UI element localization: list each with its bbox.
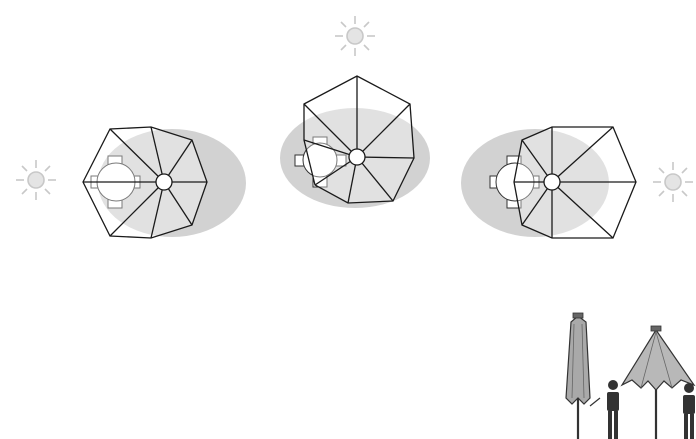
- closed-umbrella-side-view: [566, 313, 600, 439]
- umbrella-pole-right: [544, 174, 560, 190]
- umbrella-canopy-right: [514, 127, 636, 238]
- umbrella-canopy-left: [83, 127, 207, 238]
- person-icon: [683, 383, 695, 439]
- person-icon: [607, 380, 619, 439]
- umbrella-pole-left: [156, 174, 172, 190]
- umbrella-right: [461, 127, 636, 238]
- sun-right-icon: [653, 162, 693, 202]
- open-umbrella-side-view: [622, 326, 694, 439]
- umbrella-left: [83, 127, 246, 238]
- sun-left-icon: [16, 160, 56, 200]
- umbrella-pole-center: [349, 149, 365, 165]
- umbrella-center: [280, 76, 430, 208]
- umbrella-canopy-center: [304, 76, 414, 203]
- sun-top-icon: [335, 16, 375, 56]
